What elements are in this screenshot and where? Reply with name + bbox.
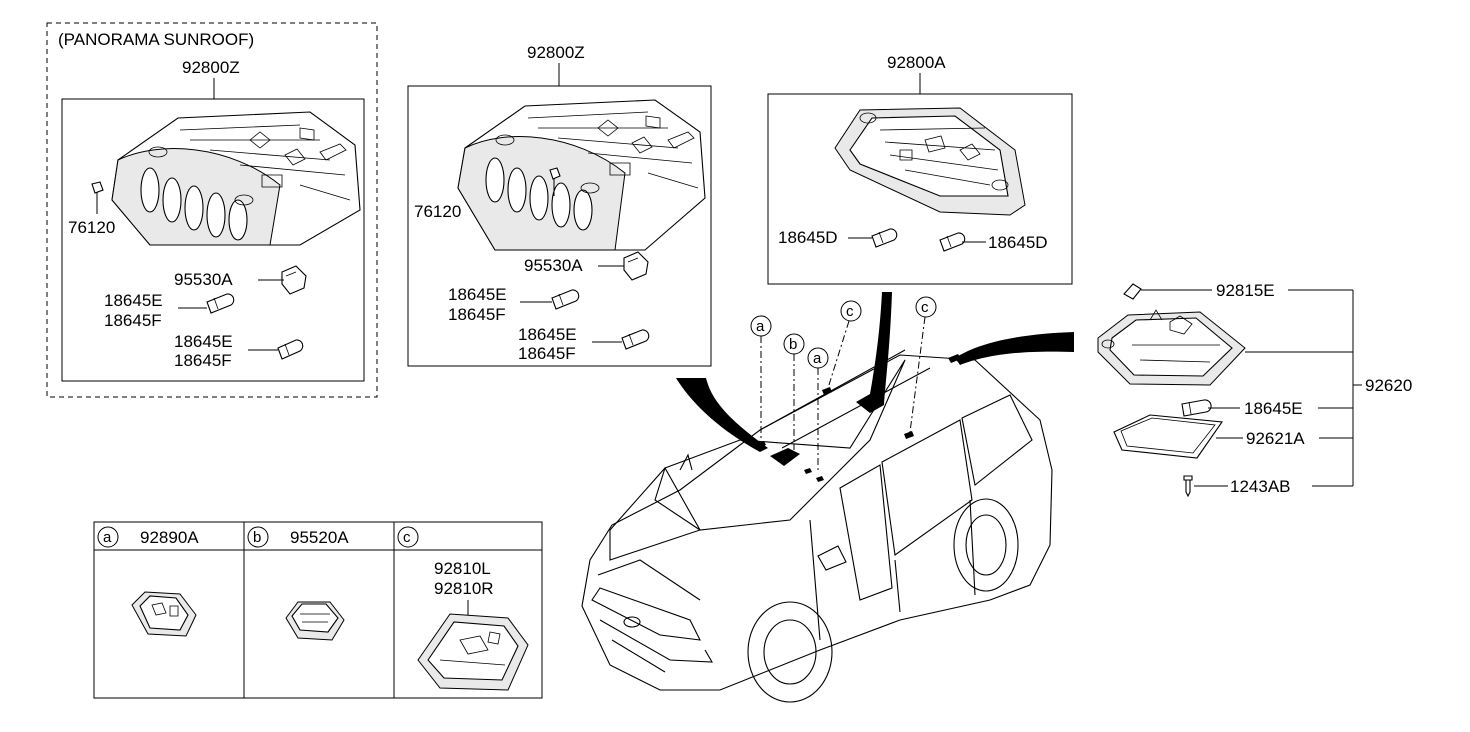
legend-c-part-left: 92810L bbox=[434, 559, 491, 578]
callout-a-1: a bbox=[750, 315, 772, 440]
standard-inner-frame bbox=[407, 85, 712, 367]
clip-icon bbox=[91, 181, 104, 194]
panorama-assembly-label: 92800Z bbox=[182, 58, 240, 77]
standard-bulb1-label-e: 18645E bbox=[448, 285, 507, 304]
legend-a-part: 92890A bbox=[140, 528, 199, 547]
panorama-switch-label: 95530A bbox=[174, 270, 233, 289]
room-lamp-group: 92815E 18645E 92621A 1243AB bbox=[1097, 281, 1412, 498]
svg-text:b: b bbox=[253, 529, 261, 546]
svg-text:a: a bbox=[756, 318, 765, 335]
wedge-bulb-icon bbox=[551, 289, 580, 310]
standard-switch-label: 95530A bbox=[524, 256, 583, 275]
standard-console-group: 92800Z 76120 95530A bbox=[407, 43, 712, 367]
panorama-sunroof-group: (PANORAMA SUNROOF) 92800Z 76120 bbox=[46, 22, 378, 398]
group-a-inner-frame bbox=[767, 93, 1073, 285]
svg-text:b: b bbox=[789, 336, 797, 353]
leader-wedge bbox=[676, 378, 768, 452]
wedge-bulb-icon bbox=[871, 228, 898, 248]
leader-wedge bbox=[856, 292, 892, 413]
svg-text:a: a bbox=[103, 529, 112, 546]
wedge-bulb-icon bbox=[206, 293, 235, 314]
callout-b: b bbox=[783, 333, 805, 450]
panorama-bulb2-label-f: 18645F bbox=[174, 351, 232, 370]
svg-text:c: c bbox=[921, 299, 929, 316]
lamp-lens-icon bbox=[1113, 414, 1223, 459]
callout-c-1: c bbox=[827, 300, 862, 389]
clip-icon bbox=[549, 167, 561, 180]
wedge-bulb-icon bbox=[1181, 399, 1212, 417]
wedge-bulb-icon bbox=[277, 339, 304, 360]
legend-table: a 92890A b 95520A c 92810L 92810R bbox=[93, 521, 543, 699]
panorama-group-frame bbox=[46, 22, 378, 398]
panorama-clip-label: 76120 bbox=[68, 218, 115, 237]
svg-text:c: c bbox=[403, 529, 411, 546]
overhead-console-icon bbox=[111, 111, 361, 246]
room-lamp-screw-label: 1243AB bbox=[1230, 477, 1291, 496]
group-a-bulb1-label: 18645D bbox=[778, 228, 838, 247]
vanity-lamp-icon bbox=[417, 613, 529, 691]
switch-icon bbox=[285, 601, 345, 641]
legend-c-part-right: 92810R bbox=[434, 579, 494, 598]
panorama-inner-frame bbox=[61, 98, 365, 382]
svg-text:a: a bbox=[813, 350, 822, 367]
standard-bulb2-label-e: 18645E bbox=[518, 325, 577, 344]
standard-bulb2-label-f: 18645F bbox=[518, 344, 576, 363]
room-lamp-clip-label: 92815E bbox=[1216, 281, 1275, 300]
overhead-console-icon bbox=[1097, 309, 1246, 386]
callout-c-2: c bbox=[909, 296, 937, 433]
callout-a-2: a bbox=[807, 347, 829, 470]
overhead-console-icon bbox=[834, 107, 1026, 216]
standard-clip-label: 76120 bbox=[414, 202, 461, 221]
wedge-bulb-icon bbox=[621, 329, 650, 350]
console-92800a-group: 92800A 18645D 18645D bbox=[767, 53, 1073, 285]
room-lamp-assembly-label: 92620 bbox=[1365, 376, 1412, 395]
standard-bulb1-label-f: 18645F bbox=[448, 305, 506, 324]
room-lamp-lens-label: 92621A bbox=[1246, 429, 1305, 448]
legend-b-part: 95520A bbox=[290, 528, 349, 547]
clip-icon bbox=[1123, 283, 1142, 300]
standard-assembly-label: 92800Z bbox=[527, 43, 585, 62]
group-a-bulb2-label: 18645D bbox=[988, 233, 1048, 252]
suv-car-icon bbox=[581, 349, 1053, 703]
legend-cell-a: a 92890A bbox=[97, 526, 199, 637]
room-lamp-bulb-label: 18645E bbox=[1244, 399, 1303, 418]
overhead-console-icon bbox=[457, 99, 706, 251]
wedge-bulb-icon bbox=[939, 232, 966, 252]
panorama-bulb2-label-e: 18645E bbox=[174, 332, 233, 351]
legend-cell-c: c 92810L 92810R bbox=[397, 526, 529, 691]
legend-cell-b: b 95520A bbox=[247, 526, 349, 641]
switch-icon bbox=[623, 251, 649, 281]
switch-icon bbox=[281, 265, 307, 295]
leader-wedge bbox=[955, 332, 1074, 365]
group-a-assembly-label: 92800A bbox=[887, 53, 946, 72]
panorama-bulb1-label-e: 18645E bbox=[104, 291, 163, 310]
map-lamp-icon bbox=[131, 591, 197, 637]
screw-icon bbox=[1183, 475, 1193, 498]
svg-text:c: c bbox=[846, 303, 854, 320]
panorama-bulb1-label-f: 18645F bbox=[104, 311, 162, 330]
panorama-group-title: (PANORAMA SUNROOF) bbox=[58, 30, 254, 49]
